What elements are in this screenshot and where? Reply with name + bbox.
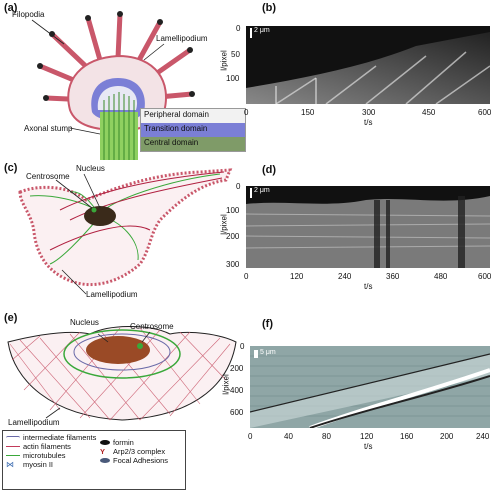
lamellipodium-label-a: Lamellipodium bbox=[156, 34, 208, 43]
domain-peripheral: Peripheral domain bbox=[141, 109, 245, 123]
scale-bar-b bbox=[250, 28, 252, 38]
oval-icon bbox=[100, 440, 110, 445]
xtick-b-4: 600 bbox=[478, 108, 492, 117]
xtick-d-5: 600 bbox=[478, 272, 492, 281]
ytick-b-0: 0 bbox=[236, 24, 241, 33]
xtick-b-2: 300 bbox=[362, 108, 376, 117]
ytick-d-3: 300 bbox=[226, 260, 240, 269]
xlabel-f: t/s bbox=[364, 442, 373, 451]
panel-f-label: (f) bbox=[262, 318, 273, 330]
ytick-f-0: 0 bbox=[240, 342, 245, 351]
panel-b-label: (b) bbox=[262, 2, 277, 14]
lamellipodium-label-c: Lamellipodium bbox=[86, 290, 138, 299]
panel-a-label: (a) bbox=[4, 2, 18, 14]
ytick-d-2: 200 bbox=[226, 232, 240, 241]
ytick-d-1: 100 bbox=[226, 206, 240, 215]
xlabel-b: t/s bbox=[364, 118, 373, 127]
axonal-stump-label: Axonal stump bbox=[24, 124, 73, 133]
xtick-d-4: 480 bbox=[434, 272, 448, 281]
xtick-f-5: 200 bbox=[440, 432, 454, 441]
line-icon bbox=[6, 446, 20, 447]
legend-actin-filaments: actin filaments bbox=[6, 442, 182, 451]
xtick-f-2: 80 bbox=[322, 432, 331, 441]
xtick-f-3: 120 bbox=[360, 432, 374, 441]
line-icon bbox=[6, 455, 20, 456]
scale-label-d: 2 μm bbox=[254, 187, 270, 194]
nucleus-label-e: Nucleus bbox=[70, 318, 99, 327]
centrosome-e bbox=[137, 343, 143, 349]
xtick-f-1: 40 bbox=[284, 432, 293, 441]
xtick-f-0: 0 bbox=[248, 432, 253, 441]
ytick-f-2: 400 bbox=[230, 386, 244, 395]
centrosome-label-c: Centrosome bbox=[26, 172, 70, 181]
xtick-d-0: 0 bbox=[244, 272, 249, 281]
xtick-f-4: 160 bbox=[400, 432, 414, 441]
scale-bar-f bbox=[254, 350, 258, 358]
xtick-d-3: 360 bbox=[386, 272, 400, 281]
panel-d-label: (d) bbox=[262, 164, 277, 176]
keratocyte-diagram bbox=[7, 326, 237, 421]
xtick-b-1: 150 bbox=[301, 108, 315, 117]
scale-label-f: 5 μm bbox=[260, 349, 276, 356]
kymograph-d: 2 μm bbox=[245, 186, 491, 268]
xtick-b-3: 450 bbox=[422, 108, 436, 117]
ytick-b-1: 50 bbox=[231, 50, 240, 59]
xtick-b-0: 0 bbox=[244, 108, 249, 117]
component-legend: intermediate filaments actin filaments m… bbox=[2, 430, 186, 490]
xlabel-d: t/s bbox=[364, 282, 373, 291]
legend-col-left: intermediate filaments actin filaments m… bbox=[6, 433, 182, 487]
kymograph-f: 5 μm bbox=[249, 346, 491, 430]
ytick-f-1: 200 bbox=[230, 364, 244, 373]
loop-line-icon bbox=[6, 435, 20, 440]
centrosome-label-e: Centrosome bbox=[130, 322, 174, 331]
legend-microtubules: microtubules bbox=[6, 451, 182, 460]
domain-central: Central domain bbox=[141, 137, 245, 151]
y-icon: Y bbox=[100, 447, 106, 456]
ylabel-b: l/pixel bbox=[219, 50, 229, 71]
migrating-cell-diagram bbox=[18, 168, 233, 295]
lamellipodium-label-e: Lamellipodium bbox=[8, 418, 60, 427]
legend-focal-adhesions: Focal Adhesions bbox=[100, 456, 168, 465]
xtick-d-2: 240 bbox=[338, 272, 352, 281]
xtick-f-6: 240 bbox=[476, 432, 490, 441]
nucleus-e bbox=[86, 336, 150, 364]
nucleus-c bbox=[84, 206, 116, 226]
legend-myosin-ii: ⋈myosin II bbox=[6, 459, 54, 469]
ytick-b-2: 100 bbox=[226, 74, 240, 83]
panel-e-label: (e) bbox=[4, 312, 18, 324]
kymograph-b: 2 μm bbox=[246, 26, 491, 105]
domain-transition: Transition domain bbox=[141, 123, 245, 137]
bowtie-icon: ⋈ bbox=[6, 459, 14, 469]
legend-formin: formin bbox=[100, 438, 168, 447]
scale-bar-d bbox=[250, 188, 252, 198]
scale-label-b: 2 μm bbox=[254, 27, 270, 34]
centrosome-c bbox=[91, 207, 97, 213]
ytick-f-3: 600 bbox=[230, 408, 244, 417]
legend-intermediate-filaments: intermediate filaments bbox=[6, 433, 182, 442]
xtick-d-1: 120 bbox=[290, 272, 304, 281]
nucleus-label-c: Nucleus bbox=[76, 164, 105, 173]
domain-legend: Peripheral domain Transition domain Cent… bbox=[140, 108, 246, 152]
filopodia-label: Filopodia bbox=[12, 10, 45, 19]
ytick-d-0: 0 bbox=[236, 182, 241, 191]
panel-c-label: (c) bbox=[4, 162, 18, 174]
oval-icon bbox=[100, 458, 110, 463]
